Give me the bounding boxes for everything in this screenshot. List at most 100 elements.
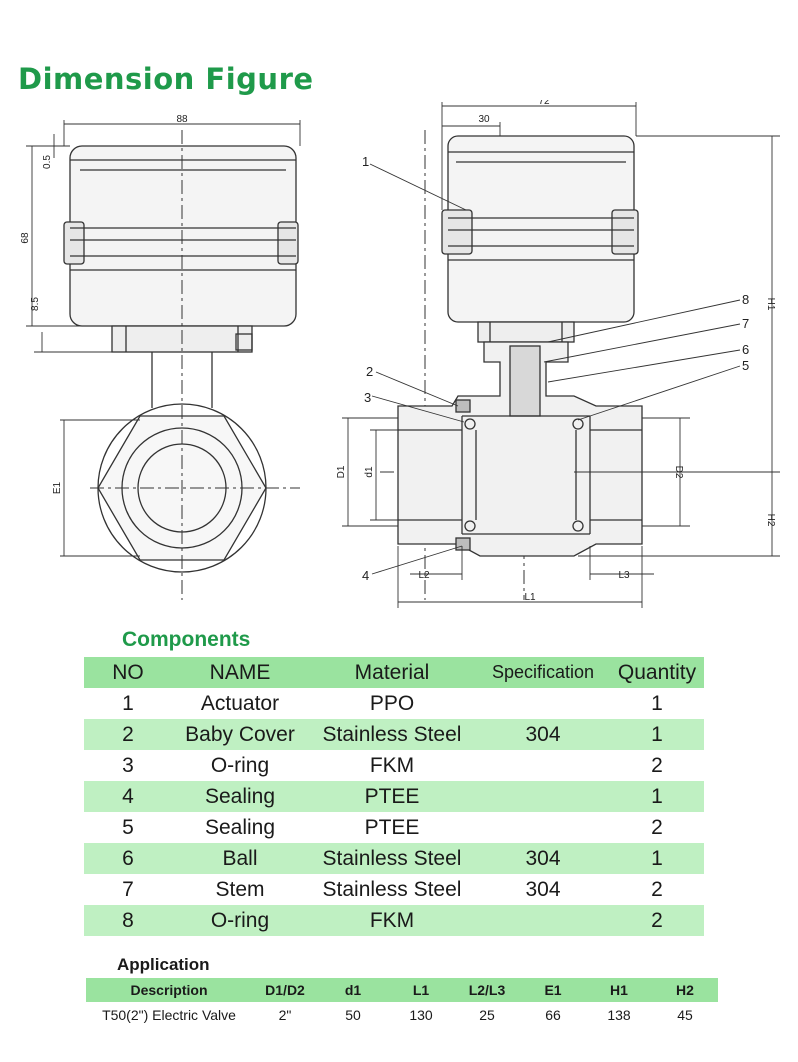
application-title: Application [117,955,210,974]
cell-specification: 304 [476,874,610,905]
dim-top-gap: 0.5 [42,155,53,169]
dim-e1: E1 [52,481,63,494]
cell-specification [476,812,610,843]
cell-specification [476,750,610,781]
app-header-l2l3: L2/L3 [454,978,520,1002]
dim-l2: L2 [418,570,430,581]
dim-offset: 30 [478,114,490,125]
header-quantity: Quantity [610,657,704,688]
dim-width-left: 88 [176,114,188,125]
callout-2: 2 [366,364,373,379]
cell-no: 3 [84,750,172,781]
cell-specification: 304 [476,719,610,750]
cell-name: Sealing [172,781,308,812]
app-header-e1: E1 [520,978,586,1002]
app-header-l1: L1 [388,978,454,1002]
cell-specification [476,905,610,936]
cell-material: FKM [308,750,476,781]
components-table: NO NAME Material Specification Quantity … [84,657,704,936]
app-cell-l2l3: 25 [479,1007,495,1023]
cell-name: Actuator [172,688,308,719]
cell-name: Stem [172,874,308,905]
cell-name: Baby Cover [172,719,308,750]
header-specification: Specification [476,657,610,688]
cell-quantity: 1 [610,781,704,812]
cell-quantity: 2 [610,874,704,905]
cell-no: 8 [84,905,172,936]
components-title: Components [122,628,251,651]
callout-5: 5 [742,358,749,373]
right-view-actuator [441,135,639,343]
app-header-d1d2: D1/D2 [252,978,318,1002]
left-view-dimensions [26,120,301,557]
application-table: Description D1/D2 d1 L1 L2/L3 E1 H1 H2 T… [86,978,718,1028]
cell-name: Sealing [172,812,308,843]
application-header-row: Description D1/D2 d1 L1 L2/L3 E1 H1 H2 [86,978,718,1002]
callout-4: 4 [362,568,369,583]
components-header-row: NO NAME Material Specification Quantity [84,657,704,688]
callout-1: 1 [362,154,369,169]
cell-material: PTEE [308,812,476,843]
app-cell-d1: 50 [345,1007,361,1023]
cell-material: PPO [308,688,476,719]
cell-no: 6 [84,843,172,874]
page-title: Dimension Figure [18,62,314,96]
app-cell-e1: 66 [545,1007,561,1023]
cell-material: PTEE [308,781,476,812]
cell-quantity: 1 [610,843,704,874]
cell-no: 1 [84,688,172,719]
dim-d2: D2 [673,466,684,479]
cell-specification [476,688,610,719]
app-cell-description: T50(2") Electric Valve [102,1007,236,1023]
app-header-description: Description [86,978,252,1002]
cell-no: 5 [84,812,172,843]
header-material: Material [308,657,476,688]
left-view-actuator [63,145,299,353]
app-header-d1: d1 [318,978,388,1002]
dim-h2: H2 [765,514,776,527]
right-view-dimensions [342,102,780,608]
dim-width-right: 72 [538,100,550,107]
callout-8: 8 [742,292,749,307]
callout-leaders [369,163,741,575]
cell-material: Stainless Steel [308,843,476,874]
dim-l3: L3 [618,570,630,581]
header-no: NO [84,657,172,688]
dim-d1-upper: D1 [336,465,347,478]
callout-6: 6 [742,342,749,357]
cell-quantity: 1 [610,688,704,719]
app-cell-h2: 45 [677,1007,693,1023]
cell-name: Ball [172,843,308,874]
app-header-h2: H2 [652,978,718,1002]
cell-name: O-ring [172,905,308,936]
app-header-h1: H1 [586,978,652,1002]
dim-bottom: 8.5 [30,297,41,311]
cell-quantity: 1 [610,719,704,750]
cell-specification: 304 [476,843,610,874]
app-cell-l1: 130 [409,1007,433,1023]
header-name: NAME [172,657,308,688]
callout-7: 7 [742,316,749,331]
dim-d1-lower: d1 [364,466,375,478]
cell-material: Stainless Steel [308,874,476,905]
cell-name: O-ring [172,750,308,781]
right-view-body [397,341,643,557]
application-row: T50(2") Electric Valve 2" 50 130 25 66 1… [86,1002,718,1028]
callout-3: 3 [364,390,371,405]
cell-no: 7 [84,874,172,905]
app-cell-d1d2: 2" [278,1007,292,1023]
dim-h1: H1 [765,298,776,311]
cell-quantity: 2 [610,812,704,843]
dim-height-left: 68 [20,232,31,244]
cell-material: Stainless Steel [308,719,476,750]
valve-technical-drawing: 88 0.5 68 8.5 E1 72 30 H1 H2 D1 d1 D2 L1… [20,100,780,608]
cell-no: 2 [84,719,172,750]
cell-no: 4 [84,781,172,812]
